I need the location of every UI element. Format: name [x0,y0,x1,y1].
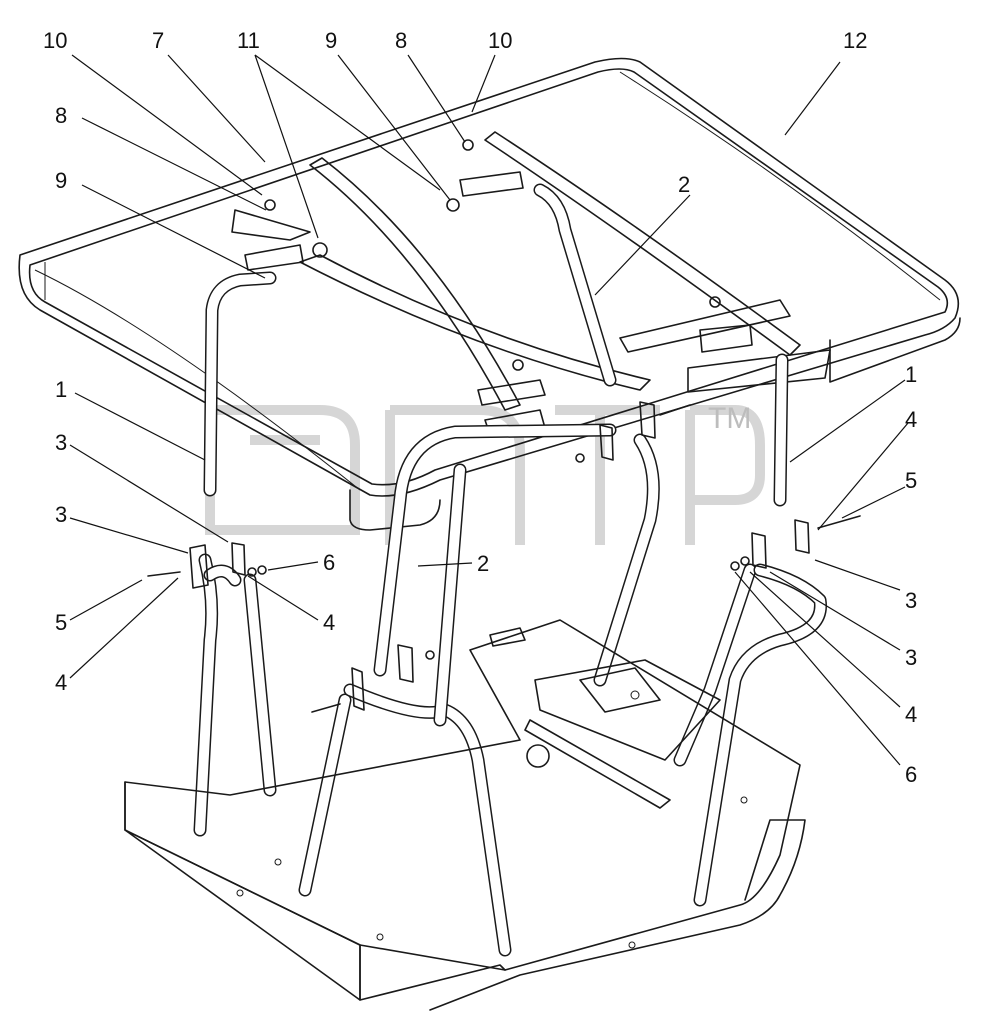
callout-8: 8 [395,28,407,53]
callout-3: 3 [55,430,67,455]
callout-10: 10 [43,28,67,53]
callout-1: 1 [55,377,67,402]
callout-2: 2 [678,172,690,197]
callout-3: 3 [905,588,917,613]
canopy-roof [18,57,961,531]
callout-2: 2 [477,551,489,576]
callout-5: 5 [905,468,917,493]
callout-1: 1 [905,362,917,387]
callout-4: 4 [905,407,917,432]
tubular-frame [193,183,827,957]
callout-7: 7 [152,28,164,53]
trademark-text: TM [708,402,751,435]
callout-9: 9 [325,28,337,53]
base-platform [124,619,806,1011]
roof-straps [231,131,831,411]
callout-4: 4 [323,610,335,635]
callout-4: 4 [55,670,67,695]
roof-brackets [244,139,753,436]
leader-lines [69,54,909,766]
callout-8: 8 [55,103,67,128]
callout-labels: 10 7 11 9 8 10 12 8 9 2 1 1 3 4 3 5 6 2 … [43,28,917,787]
clamp-hardware [147,401,861,713]
callout-3: 3 [55,502,67,527]
callout-11: 11 [237,28,260,53]
callout-4: 4 [905,702,917,727]
callout-6: 6 [323,550,335,575]
callout-9: 9 [55,168,67,193]
callout-10: 10 [488,28,512,53]
callout-5: 5 [55,610,67,635]
callout-3: 3 [905,645,917,670]
callout-6: 6 [905,762,917,787]
callout-12: 12 [843,28,867,53]
watermark-logo: TM [205,402,765,545]
